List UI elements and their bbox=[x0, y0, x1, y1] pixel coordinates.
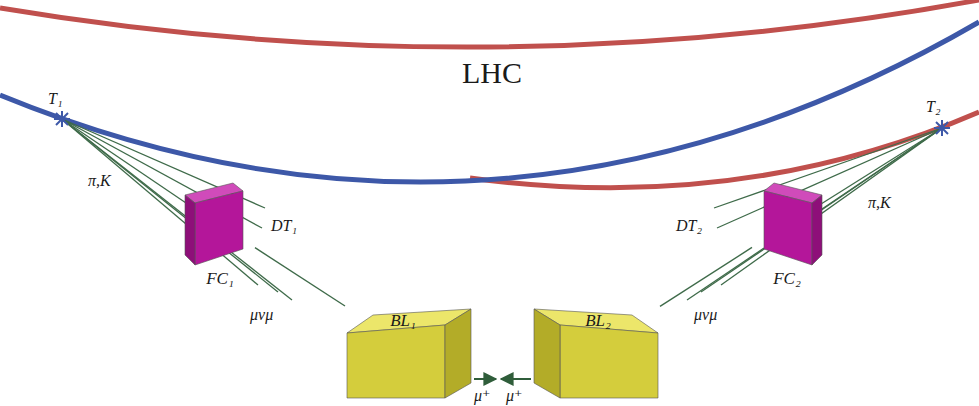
focusing-coil-shape bbox=[752, 183, 822, 267]
node-label: BL₂ bbox=[585, 312, 611, 331]
shape-face bbox=[195, 191, 243, 265]
target-label: T₁ bbox=[48, 90, 62, 108]
shape-face bbox=[185, 195, 195, 265]
shape-face bbox=[812, 195, 822, 265]
ring-name: LHC bbox=[462, 56, 522, 89]
muon-arrow bbox=[501, 378, 531, 380]
shape-face bbox=[445, 309, 471, 398]
shape-face bbox=[764, 191, 812, 265]
muon-arrow bbox=[474, 378, 496, 380]
node-label: FC₁ bbox=[206, 270, 234, 289]
beam-line-block: BL₁ bbox=[345, 295, 473, 400]
particle-label: π,K bbox=[868, 194, 891, 212]
target-star bbox=[54, 111, 70, 127]
ring-arc bbox=[0, 22, 979, 182]
particle-rays bbox=[62, 119, 942, 300]
particle-label: π,K bbox=[88, 172, 111, 190]
focusing-coil-shape bbox=[185, 183, 255, 267]
focusing-coil: FC₁ bbox=[185, 183, 255, 267]
particle-label: μ⁺ bbox=[474, 387, 490, 405]
particle-label: μ⁺ bbox=[506, 387, 522, 405]
particle-label: μνμ bbox=[694, 306, 717, 324]
target-star bbox=[934, 120, 950, 136]
shape-face bbox=[534, 309, 560, 398]
ring-arc bbox=[0, 0, 979, 47]
shape-face bbox=[347, 325, 445, 398]
node-label: FC₂ bbox=[773, 270, 801, 289]
focusing-coil: FC₂ bbox=[752, 183, 822, 267]
node-label: BL₁ bbox=[390, 312, 416, 331]
beam-line-block: BL₂ bbox=[532, 295, 660, 400]
particle-label: μνμ bbox=[250, 306, 273, 324]
target-label: T₂ bbox=[926, 98, 940, 116]
particle-track bbox=[255, 248, 345, 306]
particle-track bbox=[660, 247, 752, 306]
detector-label: DT₁ bbox=[271, 217, 297, 235]
shape-face bbox=[560, 325, 658, 398]
detector-label: DT₂ bbox=[676, 217, 702, 235]
